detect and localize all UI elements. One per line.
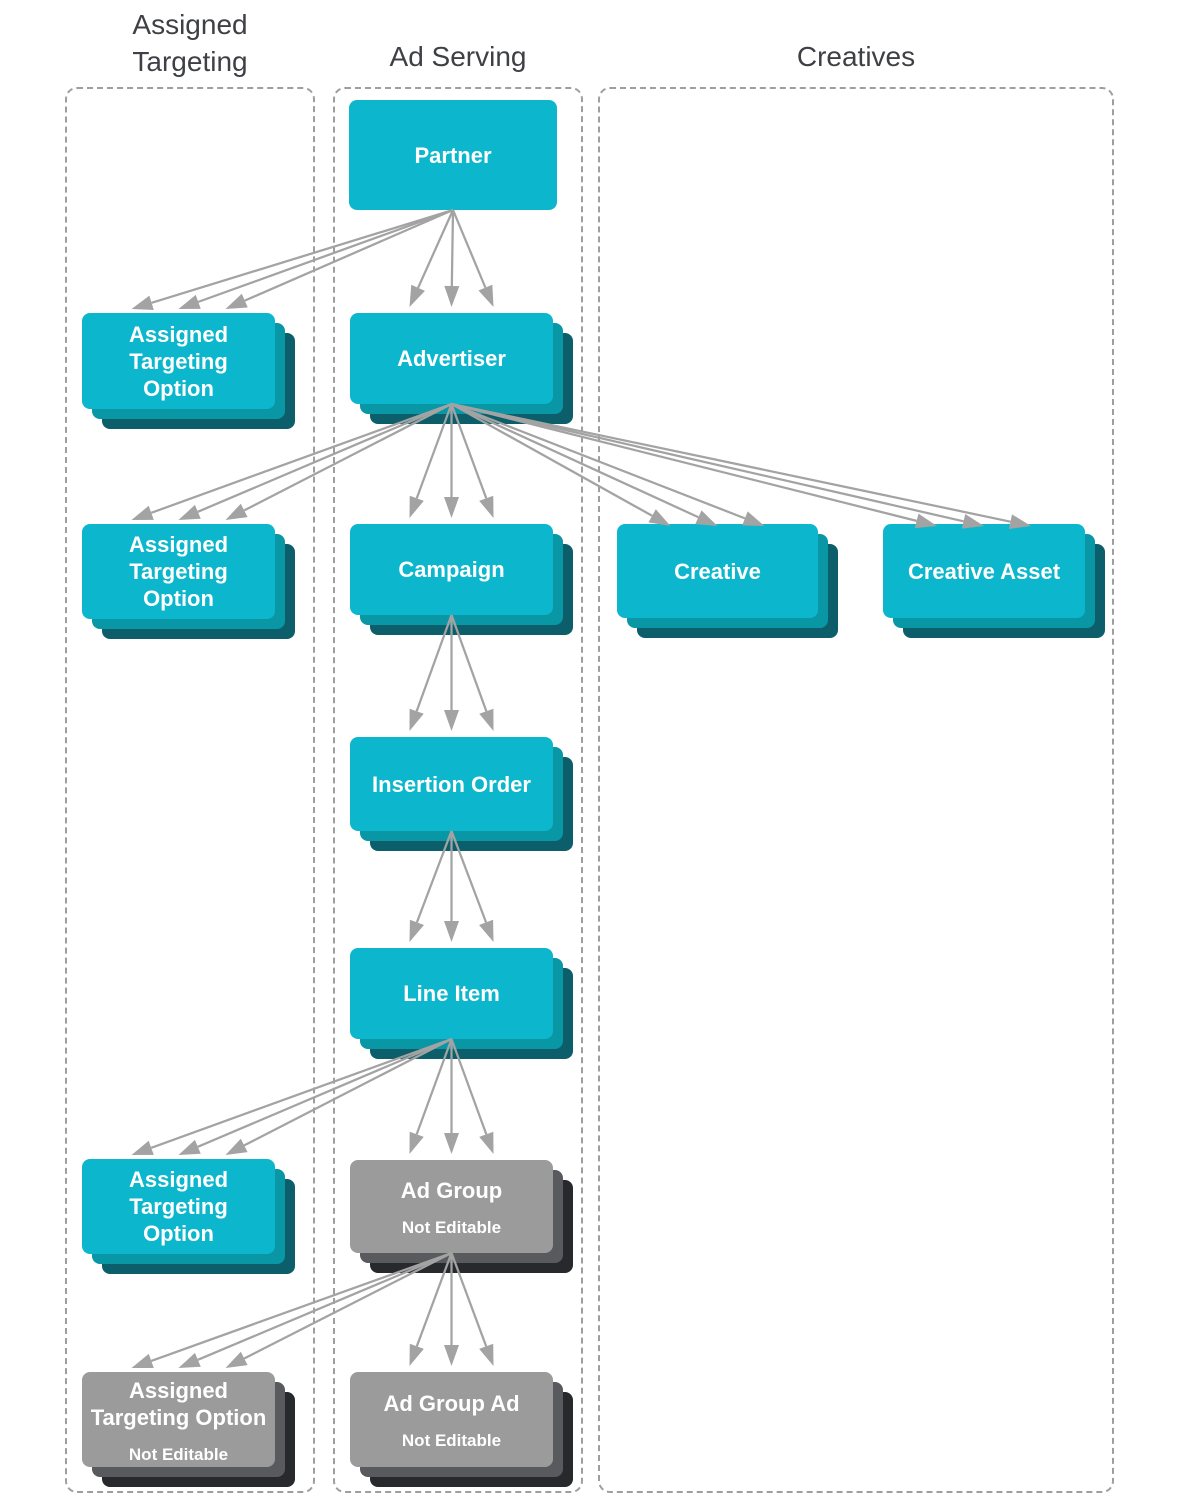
- column-header-ad-serving: Ad Serving: [389, 41, 527, 72]
- node-label: Assigned Targeting Option: [90, 1377, 267, 1430]
- node-advertiser: Advertiser: [350, 313, 573, 424]
- node-ato-partner: Assigned Targeting Option: [82, 313, 295, 429]
- node-face: Ad Group Ad Not Editable: [350, 1372, 553, 1467]
- node-face: Advertiser: [350, 313, 553, 404]
- node-label: Insertion Order: [372, 771, 531, 797]
- node-sublabel: Not Editable: [401, 1431, 502, 1450]
- node-ato-advertiser: Assigned Targeting Option: [82, 524, 295, 639]
- column-box-creatives: [598, 87, 1114, 1493]
- node-face: Assigned Targeting Option: [82, 1159, 275, 1254]
- node-face: Line Item: [350, 948, 553, 1039]
- node-partner: Partner: [349, 100, 557, 210]
- node-sublabel: Not Editable: [401, 1218, 502, 1237]
- node-face: Campaign: [350, 524, 553, 615]
- node-face: Creative Asset: [883, 524, 1085, 618]
- node-face: Assigned Targeting Option: [82, 313, 275, 409]
- node-label: Assigned Targeting Option: [128, 532, 229, 611]
- node-label: Assigned Targeting Option: [128, 321, 229, 401]
- node-creative: Creative: [617, 524, 838, 638]
- node-label: Creative Asset: [907, 558, 1061, 584]
- node-line-item: Line Item: [350, 948, 573, 1059]
- column-header-assigned-targeting: Assigned Targeting: [132, 9, 248, 77]
- node-campaign: Campaign: [350, 524, 573, 635]
- column-box-assigned-targeting: [65, 87, 315, 1493]
- node-label: Assigned Targeting Option: [128, 1167, 229, 1246]
- node-ato-line-item: Assigned Targeting Option: [82, 1159, 295, 1274]
- node-creative-asset: Creative Asset: [883, 524, 1105, 638]
- node-label: Ad Group: [400, 1178, 503, 1203]
- node-face: Creative: [617, 524, 818, 618]
- node-face: Assigned Targeting Option: [82, 524, 275, 619]
- node-face: Partner: [349, 100, 557, 210]
- node-sublabel: Not Editable: [128, 1444, 229, 1464]
- node-label: Line Item: [403, 981, 500, 1006]
- node-label: Partner: [414, 142, 492, 168]
- node-label: Creative: [674, 558, 761, 584]
- column-header-creatives: Creatives: [796, 41, 916, 72]
- node-label: Ad Group Ad: [383, 1391, 520, 1416]
- node-insertion-order: Insertion Order: [350, 737, 573, 851]
- node-label: Campaign: [398, 557, 505, 582]
- node-face: Insertion Order: [350, 737, 553, 831]
- node-label: Advertiser: [397, 346, 506, 371]
- column-box-ad-serving: [333, 87, 583, 1493]
- node-ad-group-ad: Ad Group Ad Not Editable: [350, 1372, 573, 1487]
